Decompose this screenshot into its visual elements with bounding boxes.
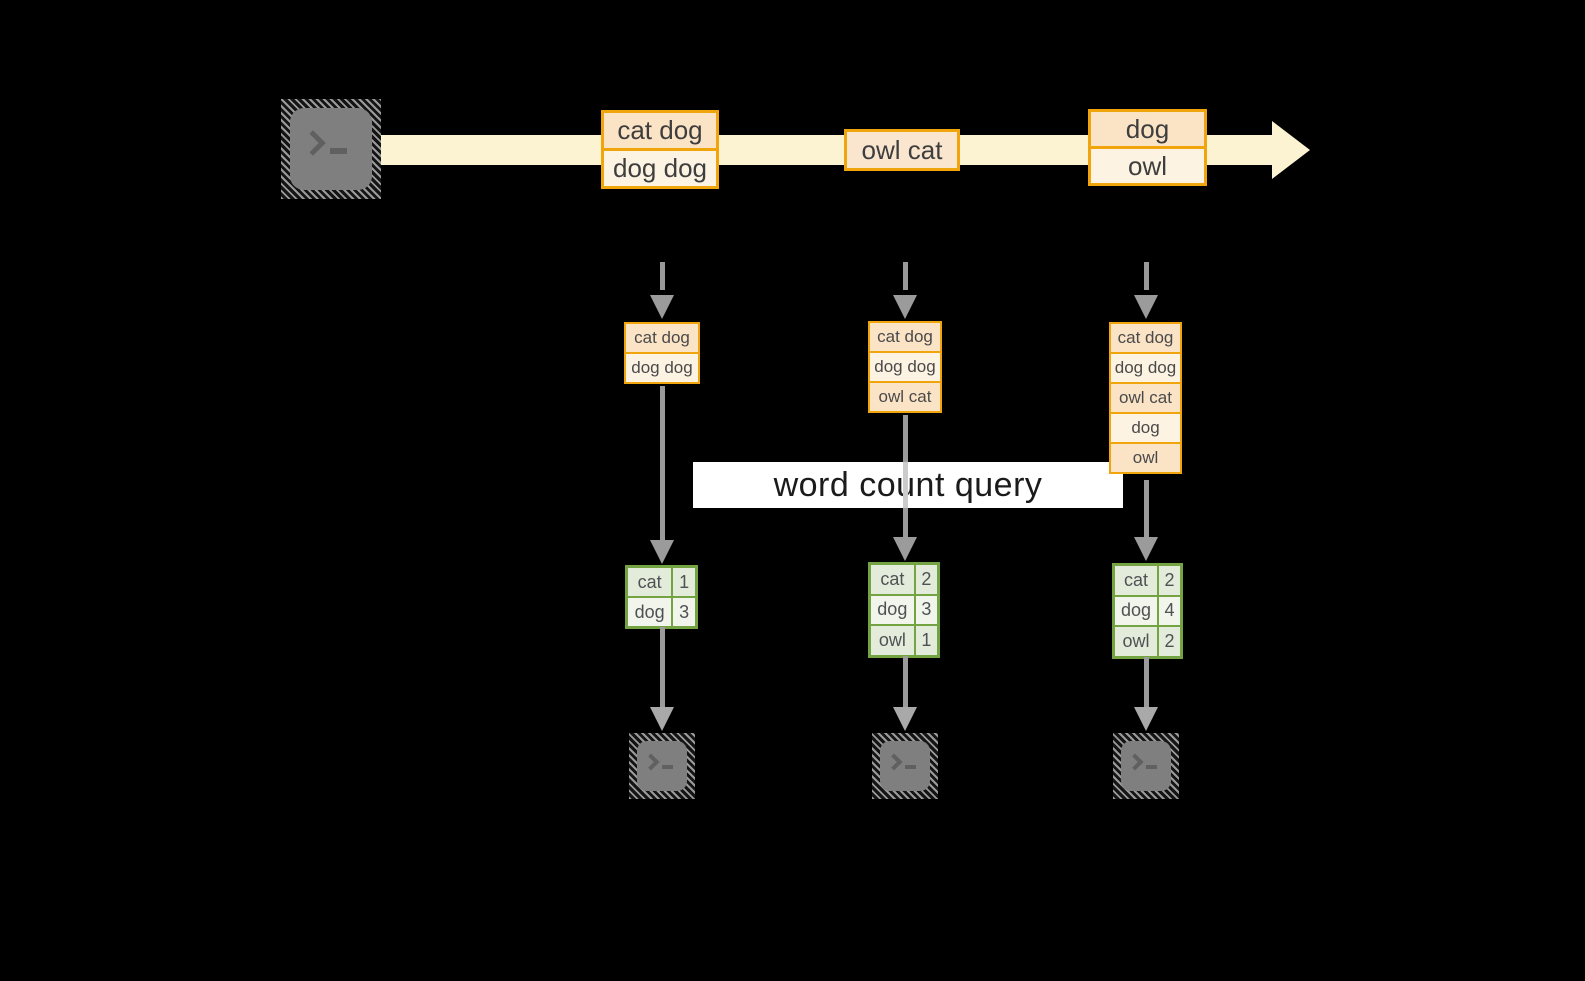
connector-line [903,415,908,462]
trigger-dash [1144,262,1149,290]
event-line: cat dog [604,113,716,148]
batch-cell: owl [1109,442,1182,474]
count-table-1: cat 1 dog 3 [625,565,698,629]
connector-line [660,627,665,707]
connector-line-over-banner [903,462,908,508]
table-count: 3 [673,598,695,626]
sink-terminal-icon [1113,733,1179,799]
event-line: owl [1091,146,1204,183]
batch-cell: owl cat [868,381,942,413]
count-table-3: cat 2 dog 4 owl 2 [1112,563,1183,659]
table-count: 1 [673,568,695,596]
trigger-arrowhead-icon [650,295,674,319]
table-count: 2 [1159,566,1180,595]
connector-line [903,508,908,537]
table-word: cat [1115,566,1157,595]
terminal-screen [1121,741,1171,791]
connector-arrowhead-icon [893,537,917,561]
event-line: dog dog [604,148,716,186]
count-table-2: cat 2 dog 3 owl 1 [868,562,940,658]
connector-line [1144,480,1149,537]
stream-event-box-3: dog owl [1088,109,1207,186]
table-count: 2 [1159,627,1180,656]
batch-cell: cat dog [1109,322,1182,354]
prompt-underscore-icon [330,148,347,154]
query-banner: word count query [693,462,1123,508]
table-count: 3 [915,595,937,625]
prompt-chevron-icon [1126,753,1144,771]
micro-batch-stack-2: cat dog dog dog owl cat [868,321,942,413]
batch-cell: owl cat [1109,382,1182,414]
table-count: 4 [1159,596,1180,626]
micro-batch-stack-1: cat dog dog dog [624,322,700,384]
trigger-arrowhead-icon [893,295,917,319]
table-word: dog [1115,596,1157,626]
connector-arrowhead-icon [650,540,674,564]
batch-cell: dog dog [868,351,942,383]
micro-batch-stack-3: cat dog dog dog owl cat dog owl [1109,322,1182,474]
stream-band-arrowhead-icon [1272,121,1310,179]
prompt-underscore-icon [662,765,673,769]
trigger-dash [903,262,908,290]
terminal-screen [637,741,687,791]
connector-arrowhead-icon [650,707,674,731]
table-word: cat [871,565,914,594]
prompt-chevron-icon [885,753,903,771]
prompt-underscore-icon [905,765,916,769]
table-word: owl [871,626,914,655]
batch-cell: dog [1109,412,1182,444]
connector-line [903,656,908,707]
source-terminal-icon [281,99,381,199]
table-count: 2 [915,565,937,594]
batch-cell: dog dog [1109,352,1182,384]
event-line: owl cat [847,132,957,168]
sink-terminal-icon [872,733,938,799]
prompt-chevron-icon [642,753,660,771]
connector-arrowhead-icon [893,707,917,731]
prompt-chevron-icon [300,130,326,156]
table-count: 1 [915,626,937,655]
table-word: cat [628,568,672,596]
connector-line [660,386,665,540]
trigger-dash [660,262,665,290]
connector-arrowhead-icon [1134,707,1158,731]
terminal-screen [880,741,930,791]
table-word: dog [628,598,672,626]
table-word: dog [871,595,914,625]
terminal-screen [290,108,372,190]
prompt-underscore-icon [1146,765,1157,769]
batch-cell: cat dog [624,322,700,354]
batch-cell: cat dog [868,321,942,353]
connector-line [1144,657,1149,707]
stream-event-box-1: cat dog dog dog [601,110,719,189]
table-word: owl [1115,627,1157,656]
event-line: dog [1091,112,1204,146]
stream-event-box-2: owl cat [844,129,960,171]
trigger-arrowhead-icon [1134,295,1158,319]
connector-arrowhead-icon [1134,537,1158,561]
batch-cell: dog dog [624,352,700,384]
sink-terminal-icon [629,733,695,799]
